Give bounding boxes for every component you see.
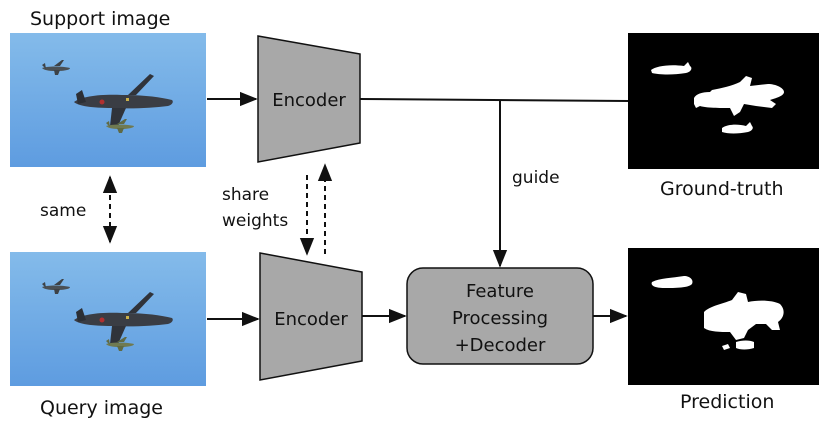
share-weights-label-line1: share [222, 185, 269, 205]
prediction-mask [628, 248, 819, 385]
support-image-label: Support image [30, 8, 170, 30]
support-image [10, 33, 206, 167]
processing-label-line2: Processing [452, 308, 548, 329]
processing-label-line3: +Decoder [455, 335, 546, 356]
share-weights-label-line2: weights [222, 211, 288, 231]
prediction-label: Prediction [680, 391, 774, 413]
query-image [10, 252, 206, 386]
encoder-bottom-label: Encoder [274, 309, 348, 330]
query-image-label: Query image [40, 397, 163, 419]
ground-truth-mask [628, 33, 819, 169]
encoder-to-groundtruth-line [359, 98, 629, 102]
ground-truth-label: Ground-truth [660, 178, 784, 200]
encoder-bottom-block [259, 252, 363, 381]
guide-label: guide [512, 168, 560, 188]
processing-label-line1: Feature [466, 281, 534, 302]
encoder-top-label: Encoder [272, 90, 346, 111]
same-label: same [40, 201, 86, 221]
encoder-top-block [257, 35, 361, 163]
